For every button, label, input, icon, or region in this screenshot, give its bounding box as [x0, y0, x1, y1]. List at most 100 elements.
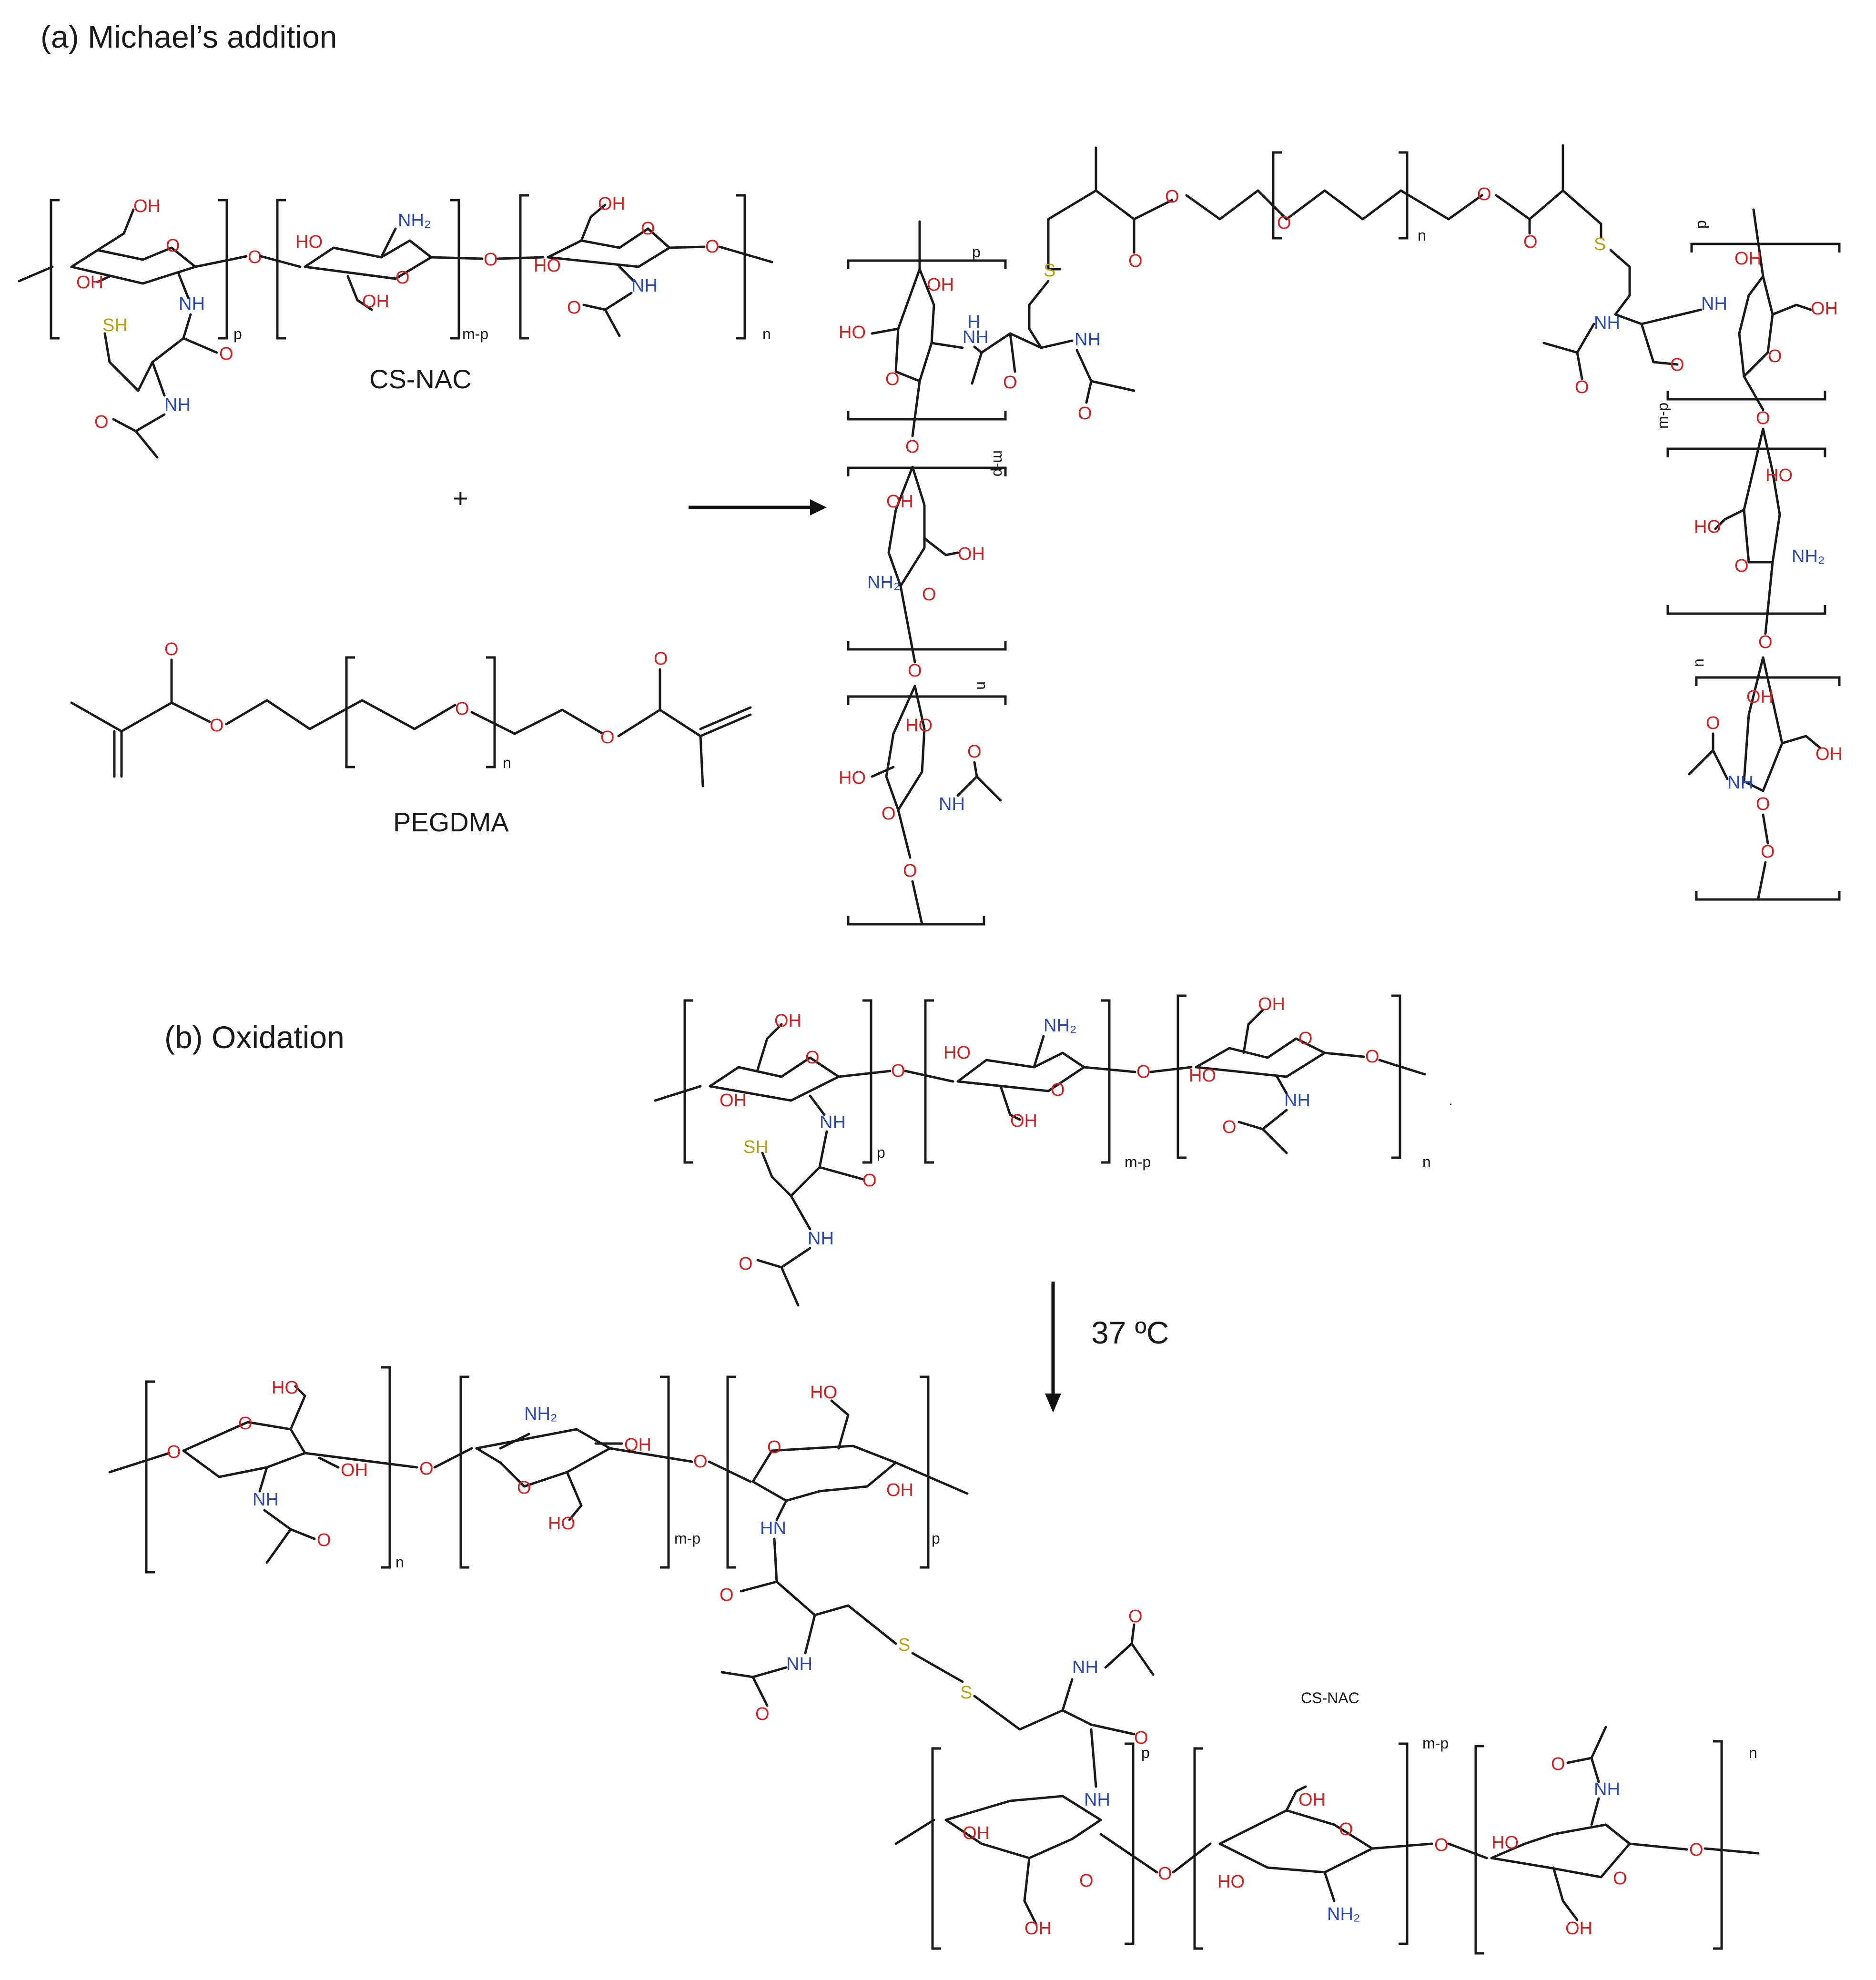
b-glyc-1a: [837, 1070, 892, 1078]
peg-right-methyl: [699, 735, 704, 788]
ch2oh-1: [96, 208, 135, 252]
u-nh2-2: NH₂: [524, 1404, 558, 1424]
b-nh-2-bond: [790, 1194, 811, 1231]
u-ring-3: [751, 1445, 897, 1502]
nh-1-bond: [177, 273, 190, 299]
left-end-bond: [18, 265, 54, 283]
r-ch2oh-3: [1781, 735, 1822, 749]
glyc-o-1: O: [248, 247, 262, 267]
acetyl-3: [604, 292, 633, 337]
peg-right-vinyl-2: [699, 706, 752, 730]
l-glyc-1b: [1172, 1842, 1212, 1874]
amide-1: [103, 313, 192, 392]
ss-left-co: [740, 1580, 778, 1593]
v-ho-1: HO: [839, 323, 866, 343]
carbonyl-1: [182, 337, 218, 354]
o-acetyl-right: O: [1575, 377, 1589, 397]
u-bracket-p-left: [726, 1375, 736, 1569]
l-index-p: p: [1141, 1744, 1150, 1761]
l-nh2-2: NH₂: [1327, 1904, 1360, 1924]
r-index-n: n: [1690, 658, 1707, 667]
b-glyc-o-2: O: [1136, 1062, 1151, 1082]
r-ch2oh-2: [1714, 508, 1745, 530]
nh-right-2-bond: [1640, 308, 1703, 325]
v-oh-1: OH: [927, 275, 954, 295]
l-nh-1: NH: [1084, 1790, 1110, 1810]
b-index-n: n: [1422, 1153, 1431, 1171]
l-ch2oh-1: [1023, 1857, 1038, 1926]
l-glyc-1a: [1099, 1833, 1158, 1874]
v-ring-o-1: O: [885, 369, 900, 389]
cys-left-co: [1009, 332, 1016, 373]
r-glyc-3: [1762, 813, 1769, 845]
r-glyc-o-2: O: [1758, 632, 1773, 652]
r-end-bond: [1757, 861, 1767, 899]
b-index-mp: m-p: [1125, 1153, 1151, 1171]
l-ring-o-3: O: [1613, 1869, 1627, 1889]
u-index-mp: m-p: [674, 1530, 700, 1547]
l-glyc-o-3: O: [1689, 1840, 1704, 1860]
v-ho-3b: HO: [839, 768, 866, 788]
u-nh-1: NH: [253, 1490, 279, 1510]
bracket-p-left: [50, 199, 60, 340]
r-ho-2b: HO: [1694, 517, 1721, 537]
r-ho-2: HO: [1765, 465, 1793, 485]
r-oh-3: OH: [1746, 687, 1774, 707]
l-ho-3: HO: [1491, 1833, 1519, 1853]
michael-product: O O O n O O S O NH O H NH p OH HO O: [839, 144, 1843, 926]
b-glyc-3: [1323, 1051, 1365, 1058]
l-nh2-2-bond: [1323, 1871, 1336, 1902]
r-acetyl-3: [1688, 749, 1729, 780]
b-nh-2: NH: [808, 1229, 834, 1249]
cys-left: [1028, 280, 1050, 349]
o-peg-4: O: [600, 727, 615, 748]
u-bracket-mp-right: [660, 1375, 670, 1569]
v-ch2oh-2: [923, 537, 959, 556]
s-left: S: [1044, 261, 1055, 281]
o-peg-5: O: [654, 649, 668, 669]
b-glyc-1b: [904, 1070, 954, 1083]
v-bracket-end: [847, 916, 985, 926]
nh-acetyl-bond: [151, 361, 166, 397]
nh-left-bond: [973, 345, 983, 354]
o-br-4: O: [1477, 184, 1491, 204]
l-glyc-3: [1628, 1842, 1688, 1851]
b-ring-2: [956, 1051, 1085, 1092]
bracket-br-right: [1399, 151, 1409, 240]
r-ring-o-1: O: [1768, 346, 1782, 366]
l-ch2oh-2: [1285, 1785, 1307, 1812]
r-ring-o-3: O: [1756, 794, 1770, 814]
bracket-peg-right: [486, 656, 496, 768]
u-glyc-o-0: O: [167, 1442, 181, 1462]
ss-right-acetyl-co: [1130, 1623, 1136, 1645]
l-glyc-2b: [1447, 1842, 1488, 1859]
l-acetyl-3: [1590, 1726, 1607, 1783]
b-nh2-2: NH₂: [1044, 1016, 1077, 1036]
b-o-acetyl-1: O: [739, 1254, 753, 1274]
u-index-p: p: [932, 1530, 940, 1547]
u-acetyl-1: [263, 1509, 292, 1564]
r-oh-1b: OH: [1811, 299, 1838, 319]
b-nh-1: NH: [820, 1112, 846, 1132]
r-index-mp: m-p: [1654, 403, 1671, 429]
ch2oh-3: [580, 203, 607, 242]
acetyl-1-co: [112, 418, 137, 433]
ho-2: HO: [295, 232, 323, 252]
r-top-bond: [1752, 208, 1764, 278]
o-peg-3: O: [455, 699, 469, 719]
b-co-1: [818, 1166, 864, 1181]
l-oh-3: OH: [1565, 1919, 1592, 1939]
condition: 37 ºC: [1091, 1315, 1169, 1350]
ss-o-acetyl-left: O: [755, 1704, 770, 1724]
u-ch2oh-2: [566, 1471, 583, 1521]
l-oh-1: OH: [963, 1823, 990, 1843]
r-glyc-o-1: O: [1756, 408, 1770, 428]
u-glyc-2b: [708, 1460, 752, 1483]
v-acetyl-3-co: [973, 761, 978, 778]
r-oh-1: OH: [1734, 249, 1762, 269]
r-ch2oh-1: [1771, 303, 1812, 316]
r-ring-o-2: O: [1734, 556, 1749, 576]
b-ho-2: HO: [943, 1043, 971, 1063]
oh-1b: OH: [76, 273, 103, 293]
o-acetyl-1: O: [94, 412, 109, 432]
